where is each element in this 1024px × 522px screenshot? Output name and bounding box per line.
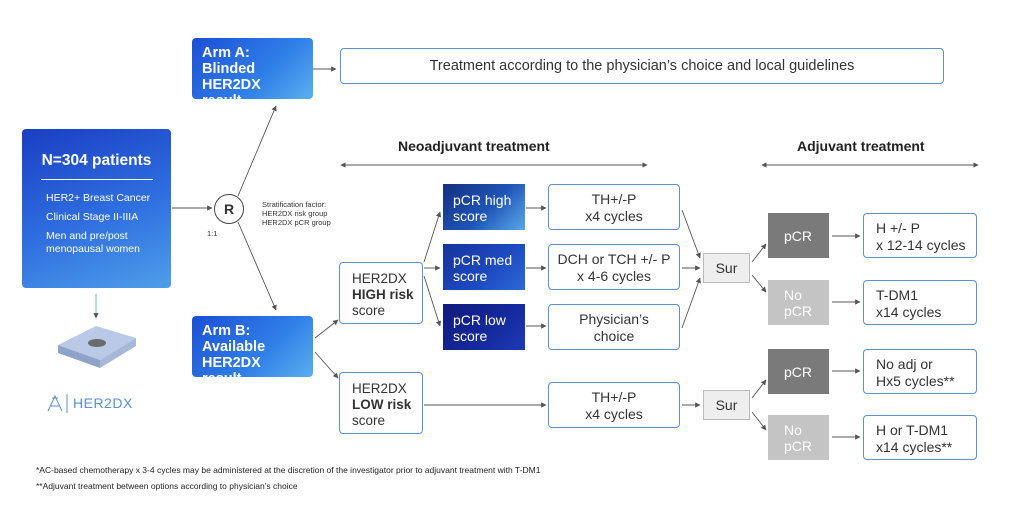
response-2-line1: No: [784, 286, 802, 303]
response-4-line1: No: [784, 421, 802, 438]
arm-b-line1: Arm B:: [202, 323, 251, 339]
neo-treatment-3-line2: choice: [593, 328, 635, 344]
patients-item-1: HER2+ Breast Cancer: [46, 192, 151, 204]
low-risk-line2: LOW risk: [352, 397, 412, 412]
pcr-low-line1: pCR low: [453, 312, 506, 328]
response-4-line2: pCR: [784, 437, 813, 454]
high-risk-line1: HER2DX: [352, 271, 407, 286]
adj-treatment-1: H +/- P x 12-14 cycles: [863, 213, 977, 258]
her2dx-logo-mark: [47, 394, 68, 413]
neo-treatment-2-line2: x 4-6 cycles: [577, 268, 651, 284]
high-risk-box: HER2DX HIGH risk score: [339, 262, 423, 324]
neo-treatment-4: TH+/-P x4 cycles: [548, 382, 680, 428]
pcr-low-box: pCR low score: [443, 304, 525, 350]
neo-treatment-4-line1: TH+/-P: [591, 389, 637, 405]
neo-treatment-3-line1: Physician’s: [579, 311, 649, 327]
adj-treatment-3: No adj or Hx5 cycles**: [863, 349, 977, 394]
randomization-circle: R: [214, 194, 244, 224]
low-risk-line3: score: [352, 413, 386, 428]
neo-treatment-2-line1: DCH or TCH +/- P: [557, 251, 671, 267]
patients-divider: [40, 179, 153, 180]
low-risk-line1: HER2DX: [352, 381, 407, 396]
footnote-2: **Adjuvant treatment between options acc…: [36, 481, 298, 491]
arm-a-line2: Blinded: [202, 61, 256, 77]
response-2-line2: pCR: [784, 302, 813, 319]
patients-item-3: Men and pre/post: [46, 230, 128, 242]
surgery-box-1: Sur: [703, 253, 750, 283]
adj-treatment-2-line1: T-DM1: [876, 287, 918, 303]
neoadjuvant-header: Neoadjuvant treatment: [398, 138, 550, 154]
adj-treatment-4: H or T-DM1 x14 cycles**: [863, 415, 977, 460]
strat-line-2: HER2DX risk group: [262, 209, 328, 218]
adj-treatment-1-line1: H +/- P: [876, 220, 920, 236]
randomization-symbol: R: [223, 201, 235, 217]
pcr-med-line2: score: [453, 268, 488, 284]
arm-a-treatment-text: Treatment according to the physician’s c…: [429, 58, 855, 74]
arm-a-line1: Arm A:: [202, 45, 250, 61]
arm-a-treatment-box: Treatment according to the physician’s c…: [340, 48, 944, 84]
pcr-high-line1: pCR high: [453, 192, 512, 208]
pcr-med-line1: pCR med: [453, 252, 513, 268]
response-1-line1: pCR: [784, 227, 813, 244]
pcr-med-box: pCR med score: [443, 244, 525, 290]
adj-treatment-4-line1: H or T-DM1: [876, 422, 949, 438]
neo-treatment-1-line2: x4 cycles: [585, 208, 643, 224]
arm-b-line3: HER2DX result: [202, 355, 261, 387]
strat-line-1: Stratification factor:: [262, 200, 327, 209]
her2dx-logo-text: HER2DX: [73, 395, 133, 411]
response-pcr-1: pCR: [768, 213, 829, 258]
footnote-1: *AC-based chemotherapy x 3-4 cycles may …: [36, 465, 541, 475]
response-3-line1: pCR: [784, 363, 813, 380]
surgery-box-2: Sur: [703, 390, 750, 420]
stratification-note: Stratification factor: HER2DX risk group…: [262, 200, 342, 227]
adj-treatment-3-line1: No adj or: [876, 356, 933, 372]
low-risk-box: HER2DX LOW risk score: [339, 372, 423, 434]
pcr-high-box: pCR high score: [443, 184, 525, 230]
neo-treatment-1-line1: TH+/-P: [591, 191, 637, 207]
adjuvant-header: Adjuvant treatment: [797, 138, 925, 154]
neo-treatment-3: Physician’s choice: [548, 304, 680, 350]
adj-treatment-4-line2: x14 cycles**: [876, 439, 953, 455]
arm-a-line3: HER2DX result: [202, 77, 261, 109]
patients-item-2: Clinical Stage II-IIIA: [46, 211, 139, 223]
high-risk-line3: score: [352, 303, 386, 318]
neo-treatment-2: DCH or TCH +/- P x 4-6 cycles: [548, 244, 680, 290]
pcr-low-line2: score: [453, 328, 488, 344]
patients-item-4: menopausal women: [46, 243, 140, 255]
patients-title: N=304 patients: [41, 152, 152, 169]
randomization-ratio: 1:1: [207, 229, 218, 238]
arm-b-box: Arm B: Available HER2DX result: [192, 316, 313, 387]
neo-treatment-1: TH+/-P x4 cycles: [548, 184, 680, 230]
patients-box: N=304 patients HER2+ Breast Cancer Clini…: [22, 129, 171, 288]
response-no-pcr-2: No pCR: [768, 415, 829, 460]
pcr-high-line2: score: [453, 208, 488, 224]
arm-a-box: Arm A: Blinded HER2DX result: [192, 38, 313, 109]
response-no-pcr-1: No pCR: [768, 280, 829, 325]
neo-treatment-4-line2: x4 cycles: [585, 406, 643, 422]
response-pcr-2: pCR: [768, 349, 829, 394]
adj-treatment-1-line2: x 12-14 cycles: [876, 237, 966, 253]
device-illustration: [58, 326, 136, 368]
strat-line-3: HER2DX pCR group: [262, 218, 331, 227]
high-risk-line2: HIGH risk: [352, 287, 414, 302]
adj-treatment-2-line2: x14 cycles: [876, 304, 942, 320]
adj-treatment-3-line2: Hx5 cycles**: [876, 373, 955, 389]
adj-treatment-2: T-DM1 x14 cycles: [863, 280, 977, 325]
arm-b-line2: Available: [202, 339, 266, 355]
